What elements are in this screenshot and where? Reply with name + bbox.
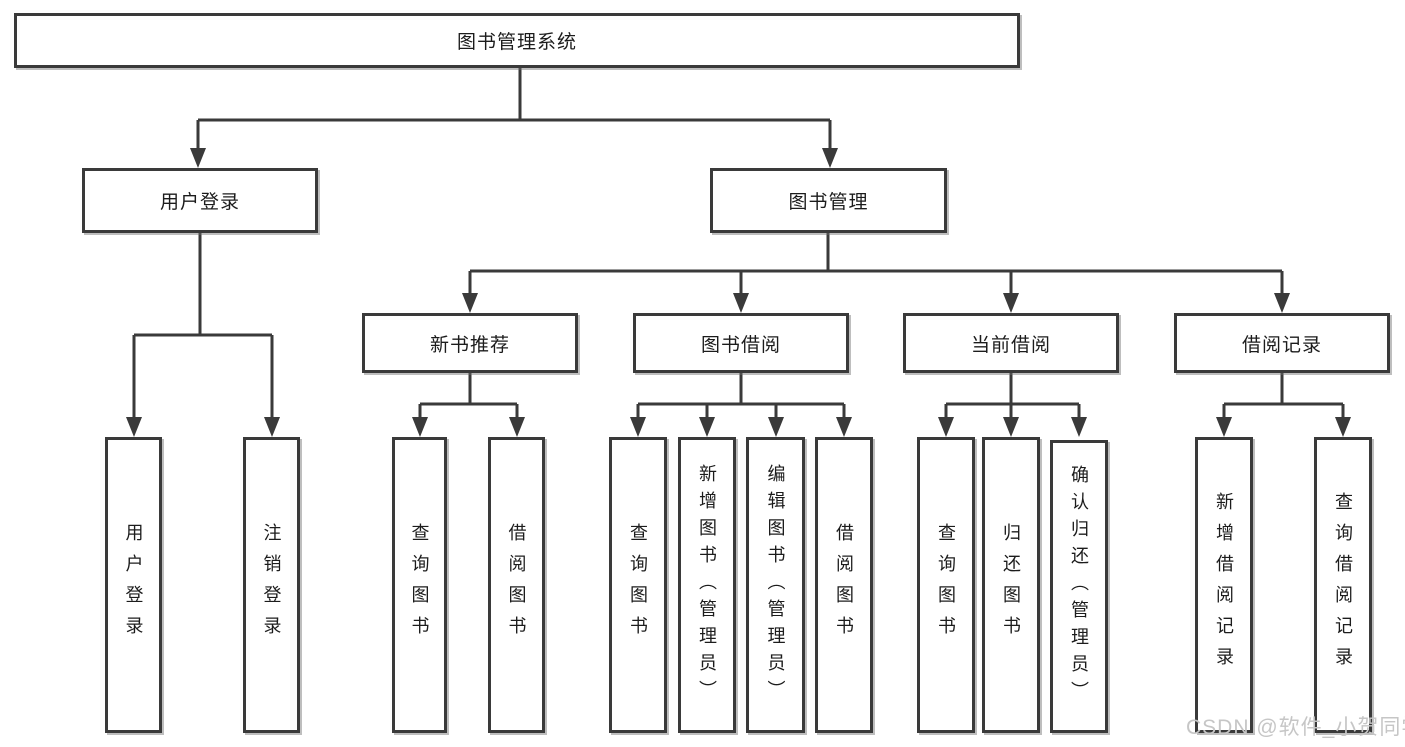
leaf-confirm-return-admin-label: 确认归还（管理员） — [1069, 465, 1089, 708]
node-borrowing-records-label: 借阅记录 — [1241, 334, 1322, 356]
node-user-login-label: 用户登录 — [159, 192, 240, 213]
leaf-return-books: 归还图书 — [982, 437, 1040, 733]
leaf-add-borrow-record-label: 新增借阅记录 — [1214, 492, 1234, 678]
leaf-query-borrow-record-label: 查询借阅记录 — [1333, 492, 1353, 678]
node-user-login: 用户登录 — [82, 168, 318, 233]
leaf-logout: 注销登录 — [243, 437, 300, 733]
leaf-confirm-return-admin: 确认归还（管理员） — [1050, 440, 1108, 733]
node-root: 图书管理系统 — [14, 13, 1020, 68]
csdn-watermark: CSDN @软件_小贺同学 — [1186, 716, 1405, 739]
node-new-book-recommend-label: 新书推荐 — [429, 334, 510, 356]
tree-edges — [132, 68, 1345, 419]
node-current-borrowing-label: 当前借阅 — [970, 334, 1051, 356]
leaf-query-borrow-record: 查询借阅记录 — [1314, 437, 1372, 733]
leaf-query-books-recommend-label: 查询图书 — [409, 523, 430, 647]
leaf-user-login-label: 用户登录 — [123, 523, 144, 647]
leaf-add-books-admin: 新增图书（管理员） — [678, 437, 736, 733]
leaf-add-borrow-record: 新增借阅记录 — [1195, 437, 1253, 733]
leaf-query-books-current: 查询图书 — [917, 437, 975, 733]
node-book-management: 图书管理 — [710, 168, 947, 233]
leaf-logout-label: 注销登录 — [261, 523, 282, 647]
leaf-query-books-borrowing-label: 查询图书 — [628, 523, 648, 647]
leaf-query-books-current-label: 查询图书 — [936, 523, 956, 647]
leaf-borrow-books-recommend-label: 借阅图书 — [506, 523, 527, 647]
node-new-book-recommend: 新书推荐 — [362, 313, 578, 373]
node-current-borrowing: 当前借阅 — [903, 313, 1119, 373]
node-book-borrowing: 图书借阅 — [633, 313, 849, 373]
leaf-edit-books-admin: 编辑图书（管理员） — [746, 437, 805, 733]
node-root-label: 图书管理系统 — [456, 32, 577, 53]
arrowheads — [126, 148, 1351, 437]
leaf-user-login: 用户登录 — [105, 437, 162, 733]
leaf-borrow-books-recommend: 借阅图书 — [488, 437, 545, 733]
leaf-edit-books-admin-label: 编辑图书（管理员） — [765, 463, 786, 707]
leaf-borrow-books-borrowing-label: 借阅图书 — [834, 523, 854, 647]
node-book-management-label: 图书管理 — [788, 192, 869, 213]
node-borrowing-records: 借阅记录 — [1174, 313, 1390, 373]
leaf-query-books-recommend: 查询图书 — [392, 437, 447, 733]
leaf-borrow-books-borrowing: 借阅图书 — [815, 437, 873, 733]
leaf-return-books-label: 归还图书 — [1001, 523, 1021, 647]
leaf-add-books-admin-label: 新增图书（管理员） — [697, 463, 717, 707]
leaf-query-books-borrowing: 查询图书 — [609, 437, 667, 733]
node-book-borrowing-label: 图书借阅 — [700, 334, 781, 356]
